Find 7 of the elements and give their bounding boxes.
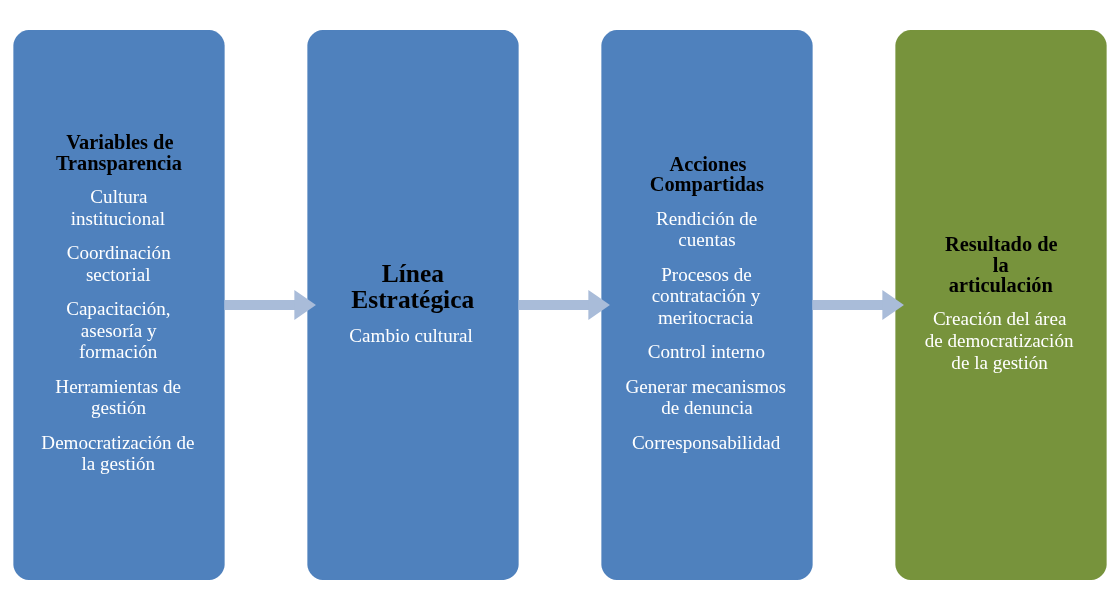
node-box: Línea Estratégica Cambio cultural	[307, 30, 519, 580]
node-box: Acciones Compartidas Rendición de cuentas Procesos de contratación y meritocracia Control interno Generar mecanismos de denuncia Corresponsabilidad	[601, 30, 813, 580]
arrow	[224, 289, 316, 321]
node-box: Resultado de la articulación Creación del área de democratización de la gestión	[895, 30, 1107, 580]
node-box: Variables de Transparencia Cultura institucional Coordinación sectorial Capacitación, asesoría y formación Herramientas de gestión Democratización de la gestión	[13, 30, 225, 580]
arrow	[812, 289, 904, 321]
arrow	[518, 289, 610, 321]
